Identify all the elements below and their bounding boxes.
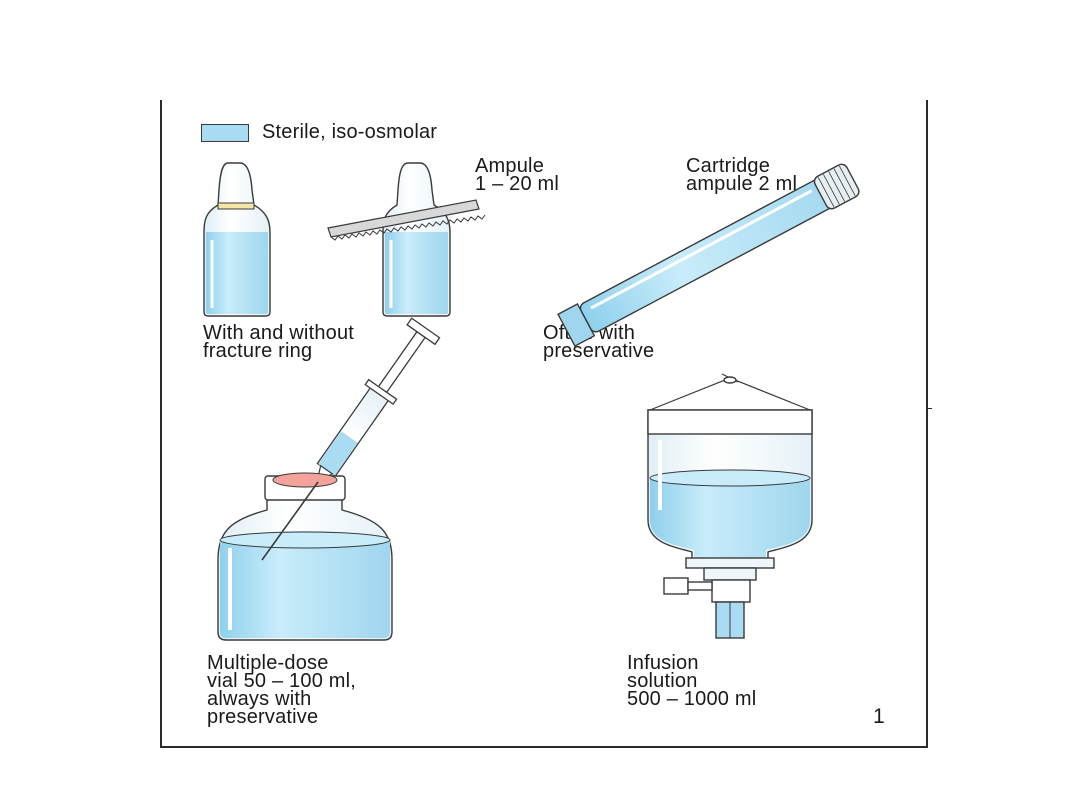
vial-caption-line2: vial 50 – 100 ml, <box>207 670 357 692</box>
frame-left-line <box>160 100 162 748</box>
cartridge-caption-line2: preservative <box>543 340 655 362</box>
cartridge-ampule <box>557 163 860 348</box>
legend-label: Sterile, iso-osmolar <box>262 121 438 143</box>
ampule-title-line1: Ampule <box>475 155 545 177</box>
vial-caption-line1: Multiple-dose <box>207 652 329 674</box>
frame-tick <box>926 408 932 409</box>
cartridge-title-line2: ampule 2 ml <box>686 173 798 195</box>
ampule-with-file <box>382 162 451 317</box>
legend-swatch <box>201 124 249 142</box>
ampule-caption-line2: fracture ring <box>203 340 313 362</box>
vial-caption-line3: always with <box>207 688 312 710</box>
ampule-with-ring <box>203 162 271 317</box>
figure-number: 1 <box>873 705 885 728</box>
vial-caption-line4: preservative <box>207 706 319 728</box>
ampule-caption-line1: With and without <box>203 322 355 344</box>
infusion-caption-line1: Infusion <box>627 652 699 674</box>
frame-right-line <box>926 100 928 748</box>
syringe <box>268 317 441 553</box>
infusion-bottle <box>647 373 813 639</box>
cartridge-title-line1: Cartridge <box>686 155 771 177</box>
multi-dose-vial <box>217 472 393 641</box>
ampule-title-line2: 1 – 20 ml <box>475 173 560 195</box>
frame-bottom-line <box>160 746 928 748</box>
infusion-caption-line3: 500 – 1000 ml <box>627 688 757 710</box>
infusion-caption-line2: solution <box>627 670 698 692</box>
saw-file <box>327 199 486 241</box>
